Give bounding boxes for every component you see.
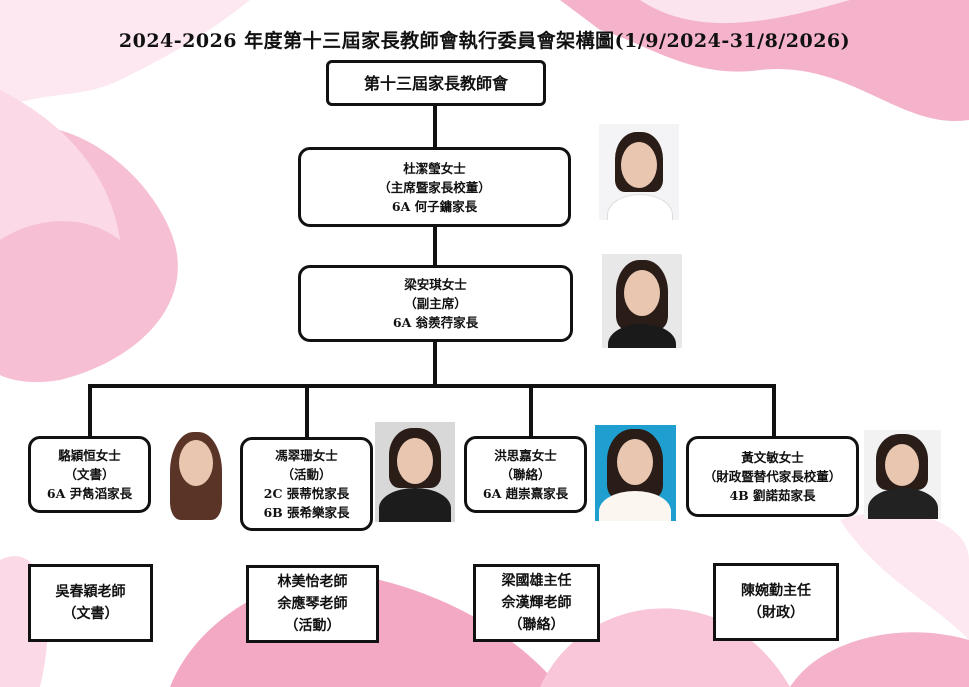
member-parent: 4B 劉諾茹家長 — [729, 488, 816, 503]
teacher-name: 余應琴老師 — [277, 596, 348, 612]
chair-node: 杜潔瑩女士 （主席暨家長校董） 6A 何子鏞家長 — [298, 147, 571, 227]
connector-line — [305, 384, 309, 438]
teacher-name: 梁國雄主任 — [501, 573, 572, 589]
member-photo — [595, 425, 676, 521]
teacher-name: 佘漢輝老師 — [501, 595, 572, 611]
chair-name: 杜潔瑩女士 — [403, 160, 466, 176]
teacher-box-treasurer: 陳婉勤主任 （財政） — [713, 563, 839, 641]
member-parent: 6B 張希樂家長 — [263, 505, 350, 520]
connector-line — [88, 384, 776, 388]
member-photo — [375, 422, 455, 522]
connector-line — [529, 384, 533, 437]
vice-chair-node: 梁安琪女士 （副主席） 6A 翁羨荇家長 — [298, 265, 573, 342]
vice-parent: 6A 翁羨荇家長 — [392, 315, 479, 330]
member-name: 洪思嘉女士 — [494, 448, 557, 463]
member-name: 馮翠珊女士 — [275, 448, 338, 463]
member-name: 駱穎恒女士 — [58, 448, 121, 463]
member-photo — [160, 428, 232, 520]
connector-line — [433, 105, 437, 148]
member-role: （活動） — [281, 467, 332, 482]
chair-role: （主席暨家長校董） — [378, 179, 491, 195]
member-name: 黃文敏女士 — [741, 450, 804, 465]
root-node: 第十三屆家長教師會 — [326, 60, 546, 106]
member-node-treasurer: 黃文敏女士 （財政暨替代家長校董） 4B 劉諾茹家長 — [686, 436, 859, 517]
member-photo — [864, 430, 941, 519]
member-role: （財政暨替代家長校董） — [703, 469, 842, 484]
vice-name: 梁安琪女士 — [404, 277, 467, 292]
chair-photo — [599, 124, 679, 220]
member-parent: 6A 尹雋滔家長 — [46, 486, 133, 501]
chair-parent: 6A 何子鏞家長 — [391, 198, 478, 214]
member-node-activities: 馮翠珊女士 （活動） 2C 張蒂悅家長 6B 張希樂家長 — [240, 437, 373, 531]
connector-line — [433, 226, 437, 266]
member-parent: 6A 趙崇熹家長 — [482, 486, 569, 501]
vice-role: （副主席） — [404, 296, 467, 311]
member-parent: 2C 張蒂悅家長 — [263, 486, 350, 501]
teacher-role: （聯絡） — [508, 617, 565, 633]
teacher-box-liaison: 梁國雄主任 佘漢輝老師 （聯絡） — [473, 564, 600, 642]
chart-title: 2024-2026 年度第十三屆家長教師會執行委員會架構圖(1/9/2024-3… — [118, 30, 851, 52]
teacher-name: 林美怡老師 — [277, 574, 348, 590]
teacher-role: （財政） — [748, 605, 804, 621]
teacher-box-secretary: 吳春穎老師 （文書） — [28, 564, 153, 642]
vice-chair-photo — [602, 254, 682, 348]
member-role: （聯絡） — [500, 467, 551, 482]
connector-line — [772, 384, 776, 437]
teacher-role: （文書） — [62, 606, 119, 622]
teacher-box-activities: 林美怡老師 余應琴老師 （活動） — [246, 565, 379, 643]
teacher-name: 陳婉勤主任 — [741, 583, 811, 599]
connector-line — [88, 384, 92, 437]
member-node-secretary: 駱穎恒女士 （文書） 6A 尹雋滔家長 — [28, 436, 151, 513]
member-role: （文書） — [64, 467, 115, 482]
teacher-role: （活動） — [284, 618, 341, 634]
member-node-liaison: 洪思嘉女士 （聯絡） 6A 趙崇熹家長 — [464, 436, 587, 513]
connector-line — [433, 341, 437, 387]
teacher-name: 吳春穎老師 — [55, 584, 126, 600]
root-label: 第十三屆家長教師會 — [363, 73, 508, 93]
